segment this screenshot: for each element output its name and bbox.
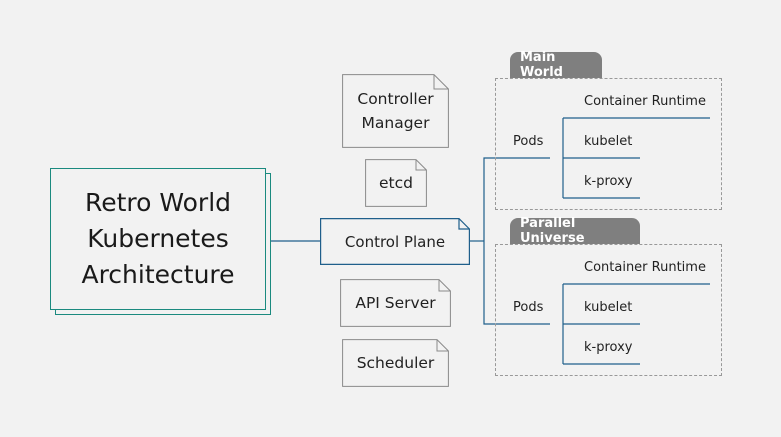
parallel-universe-tab[interactable]: Parallel Universe — [510, 216, 640, 246]
root-topic[interactable]: Retro World Kubernetes Architecture — [50, 168, 266, 310]
parallel-universe-boundary — [495, 244, 722, 376]
scheduler-node[interactable]: Scheduler — [342, 339, 449, 387]
scheduler-label: Scheduler — [356, 354, 435, 372]
control-plane-shape — [320, 218, 470, 265]
main-world-pods-label[interactable]: Pods — [513, 134, 544, 149]
parallel-universe-kproxy[interactable]: k-proxy — [584, 340, 633, 355]
parallel-universe-pods-label[interactable]: Pods — [513, 300, 544, 315]
main-world-kproxy[interactable]: k-proxy — [584, 174, 633, 189]
root-title: Retro World Kubernetes Architecture — [81, 188, 235, 289]
parallel-universe-title: Parallel Universe — [520, 216, 585, 246]
controller-manager-node[interactable]: Controller Manager — [342, 74, 449, 148]
parallel-universe-kubelet[interactable]: kubelet — [584, 300, 633, 315]
control-plane-label: Control Plane — [344, 232, 446, 251]
connector-to-main-pods — [483, 157, 550, 241]
parallel-universe-container-runtime[interactable]: Container Runtime — [584, 260, 706, 275]
api-server-node[interactable]: API Server — [340, 279, 451, 327]
main-world-boundary — [495, 78, 722, 210]
etcd-node[interactable]: etcd — [365, 159, 427, 207]
api-server-label: API Server — [355, 294, 436, 312]
connector-to-parallel-pods — [483, 241, 550, 325]
etcd-label: etcd — [379, 174, 413, 192]
main-world-kubelet[interactable]: kubelet — [584, 134, 633, 149]
control-plane-node[interactable]: Control Plane — [320, 218, 470, 265]
main-world-tab[interactable]: Main World — [510, 50, 602, 80]
main-world-title: Main World — [520, 50, 563, 80]
controller-manager-label: Controller Manager — [357, 90, 434, 132]
main-world-container-runtime[interactable]: Container Runtime — [584, 94, 706, 109]
